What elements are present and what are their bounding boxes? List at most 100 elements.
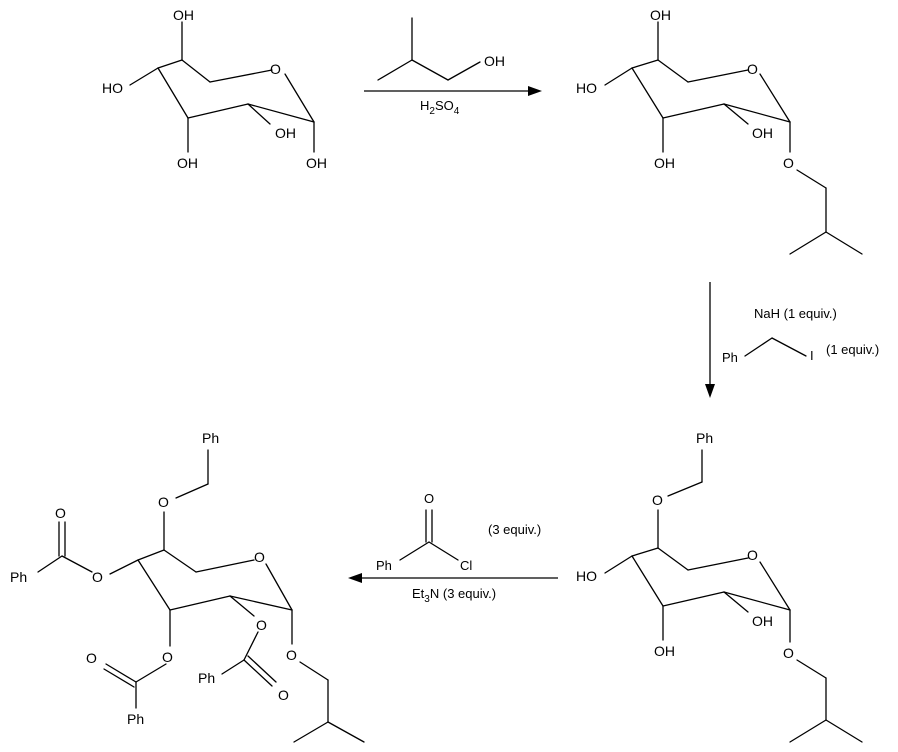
- bond: [789, 719, 827, 743]
- bond: [209, 69, 273, 83]
- catalyst-so: SO: [435, 98, 454, 113]
- bond: [195, 559, 255, 573]
- atom-label-ho: HO: [576, 80, 597, 96]
- atom-label-o: O: [86, 650, 97, 666]
- atom-label-o: O: [286, 647, 297, 663]
- base-sub-3: 3: [424, 594, 430, 605]
- acyl-amount-label: (3 equiv.): [488, 522, 541, 537]
- benzyl-iodide-i-label: I: [810, 348, 814, 363]
- bond: [604, 555, 633, 574]
- isobutyl-glucoside-structure: OH O HO OH OH O: [576, 7, 863, 255]
- bond: [399, 541, 430, 561]
- bond: [631, 59, 659, 69]
- halide-amount-label: (1 equiv.): [826, 342, 879, 357]
- bond: [284, 73, 315, 123]
- atom-label-o: O: [747, 547, 758, 563]
- bond: [247, 655, 277, 683]
- bond: [377, 59, 413, 81]
- atom-label-ph: Ph: [202, 430, 219, 446]
- bond: [243, 659, 273, 687]
- atom-label-oh: OH: [654, 643, 675, 659]
- bond: [265, 563, 293, 611]
- bond: [825, 719, 863, 743]
- atom-label-ph: Ph: [10, 569, 27, 585]
- tribenzoyl-product-structure: Ph O O O O Ph O O: [10, 430, 365, 743]
- bond: [181, 59, 211, 83]
- bond: [229, 595, 255, 617]
- bond: [103, 668, 135, 688]
- bond: [135, 663, 167, 683]
- reaction-arrow-2-head: [705, 384, 715, 398]
- bond: [723, 591, 749, 613]
- bond: [327, 721, 365, 743]
- bond: [631, 555, 664, 607]
- atom-label-o: O: [158, 494, 169, 510]
- base-label: NaH (1 equiv.): [754, 306, 837, 321]
- bond: [247, 103, 315, 123]
- benzoyl-cl-label: Cl: [460, 558, 472, 573]
- bond: [105, 663, 137, 683]
- bond: [411, 59, 449, 81]
- step2-conditions: NaH (1 equiv.) Ph I (1 equiv.): [705, 282, 879, 398]
- catalyst-sub-4: 4: [454, 106, 460, 117]
- bond: [771, 337, 807, 357]
- carbonyl-o-label: O: [424, 491, 434, 506]
- bond: [157, 67, 189, 119]
- bond: [175, 483, 209, 499]
- bond: [299, 661, 329, 681]
- bond: [293, 721, 329, 743]
- bond: [667, 481, 703, 497]
- atom-label-o: O: [270, 61, 281, 77]
- triethylamine-label: Et3N (3 equiv.): [412, 586, 496, 605]
- bond: [796, 169, 827, 189]
- bond: [243, 631, 259, 661]
- base-et: Et: [412, 586, 425, 601]
- bond: [744, 337, 773, 357]
- atom-label-oh: OH: [654, 155, 675, 171]
- bond: [137, 559, 171, 611]
- benzyl-glucoside-structure: Ph O O HO OH OH O: [576, 430, 863, 743]
- atom-label-ph: Ph: [696, 430, 713, 446]
- bond: [109, 559, 139, 575]
- atom-label-o: O: [747, 61, 758, 77]
- bond: [825, 231, 863, 255]
- bond: [169, 595, 231, 611]
- bond: [687, 69, 749, 83]
- bond: [247, 103, 271, 125]
- isobutanol-oh-label: OH: [484, 53, 505, 69]
- bond: [723, 103, 749, 125]
- bond: [37, 555, 63, 573]
- atom-label-oh: OH: [306, 155, 327, 171]
- atom-label-oh: OH: [752, 125, 773, 141]
- atom-label-o: O: [55, 505, 66, 521]
- bond: [631, 547, 659, 557]
- atom-label-o: O: [652, 492, 663, 508]
- bond: [631, 67, 664, 119]
- atom-label-o: O: [783, 645, 794, 661]
- bond: [163, 549, 197, 573]
- bond: [657, 59, 689, 83]
- bond: [723, 591, 791, 611]
- atom-label-oh: OH: [752, 613, 773, 629]
- catalyst-h: H: [420, 98, 429, 113]
- atom-label-ph: Ph: [127, 711, 144, 727]
- bond: [137, 549, 165, 561]
- atom-label-o: O: [278, 687, 289, 703]
- atom-label-oh: OH: [173, 7, 194, 23]
- bond: [662, 591, 725, 607]
- benzoyl-ph-label: Ph: [376, 558, 392, 573]
- bond: [229, 595, 293, 611]
- atom-label-oh: OH: [650, 7, 671, 23]
- reaction-arrow-1-head: [528, 86, 542, 96]
- bond: [759, 73, 791, 123]
- bond: [447, 61, 481, 81]
- atom-label-o: O: [256, 617, 267, 633]
- bond: [723, 103, 791, 123]
- atom-label-ho: HO: [576, 568, 597, 584]
- glucose-structure: OH O HO OH OH OH: [102, 7, 327, 171]
- catalyst-label: H2SO4: [420, 98, 460, 117]
- atom-label-oh: OH: [275, 125, 296, 141]
- atom-label-o: O: [783, 155, 794, 171]
